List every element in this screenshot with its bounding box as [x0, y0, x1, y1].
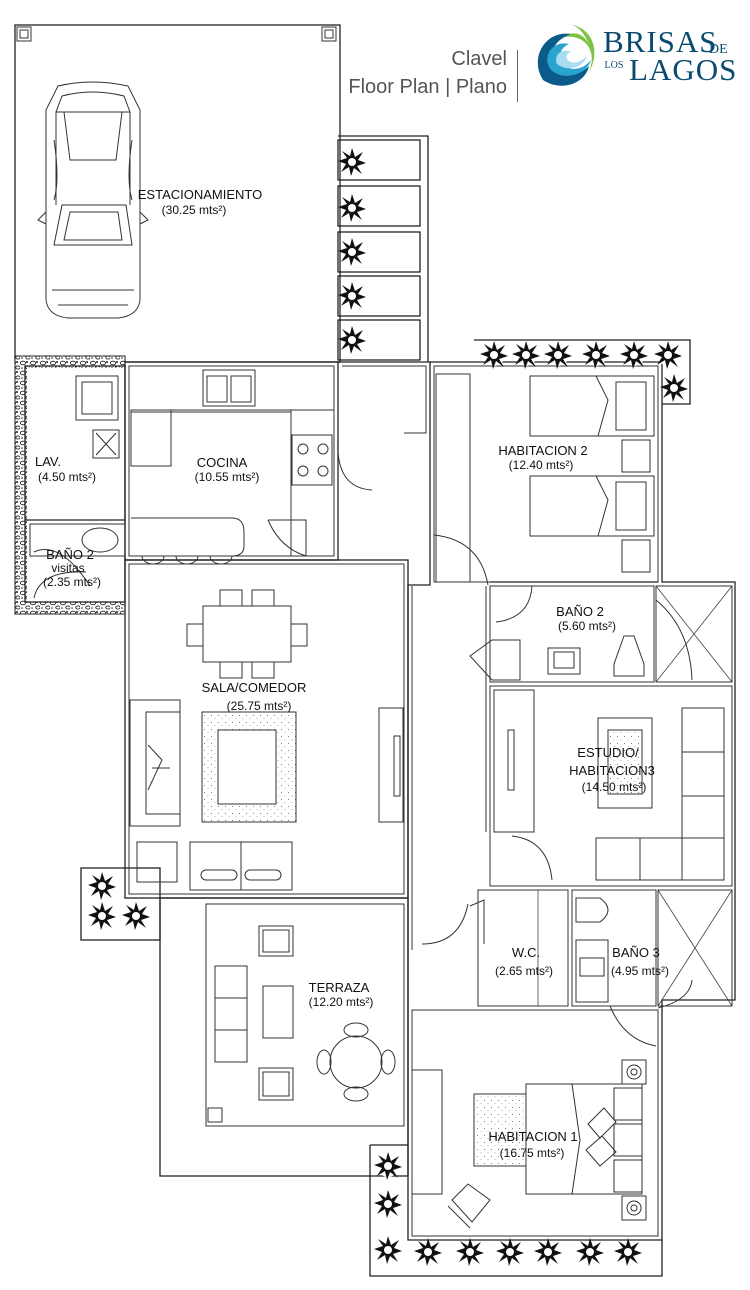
bedroom2-furniture	[433, 373, 655, 623]
room-label-terraza: TERRAZA (12.20 mts²)	[309, 980, 374, 1009]
plan-name: Clavel	[451, 48, 507, 70]
living-set	[129, 699, 404, 891]
room-label-habitacion2: HABITACION 2 (12.40 mts²)	[498, 443, 587, 472]
svg-text:(10.55 mts²): (10.55 mts²)	[195, 470, 260, 484]
walls	[24, 361, 736, 1241]
svg-text:ESTACIONAMIENTO: ESTACIONAMIENTO	[138, 187, 262, 202]
svg-text:(12.40 mts²): (12.40 mts²)	[509, 458, 574, 472]
header-divider	[517, 50, 518, 102]
brand-word-de: DE	[709, 42, 728, 57]
room-label-bano3: BAÑO 3 (4.95 mts²)	[611, 945, 669, 978]
svg-text:COCINA: COCINA	[197, 455, 248, 470]
room-label-bano2: BAÑO 2 (5.60 mts²)	[556, 604, 616, 633]
brand-word-top: BRISAS	[603, 24, 718, 59]
brand-word-bottom: LAGOS	[629, 52, 738, 87]
room-label-bano-visitas: BAÑO 2 visitas (2.35 mts²)	[43, 547, 101, 589]
room-label-sala: SALA/COMEDOR (25.75 mts²)	[202, 680, 307, 713]
svg-text:(30.25 mts²): (30.25 mts²)	[162, 203, 227, 217]
room-label-cocina: COCINA (10.55 mts²)	[195, 455, 260, 484]
wave-logo-icon	[537, 24, 595, 86]
svg-text:(2.65 mts²): (2.65 mts²)	[495, 964, 553, 978]
svg-text:TERRAZA: TERRAZA	[309, 980, 370, 995]
plan-header: Clavel Floor Plan | Plano BRISAS DE LOS …	[345, 14, 745, 104]
svg-text:HABITACION 2: HABITACION 2	[498, 443, 587, 458]
svg-text:BAÑO 2: BAÑO 2	[46, 547, 94, 562]
room-label-estudio: ESTUDIO/ HABITACION3 (14.50 mts²)	[569, 745, 655, 794]
svg-text:ESTUDIO/: ESTUDIO/	[577, 745, 639, 760]
svg-text:LAV.: LAV.	[35, 454, 61, 469]
svg-text:(2.35 mts²): (2.35 mts²)	[43, 575, 101, 589]
room-label-habitacion1: HABITACION 1 (16.75 mts²)	[488, 1129, 577, 1160]
svg-text:SALA/COMEDOR: SALA/COMEDOR	[202, 680, 307, 695]
svg-text:HABITACION3: HABITACION3	[569, 763, 655, 778]
brand-word-los: LOS	[604, 60, 624, 71]
room-label-estacionamiento: ESTACIONAMIENTO (30.25 mts²)	[138, 187, 262, 217]
bath3-fixtures	[421, 897, 693, 1047]
svg-text:(16.75 mts²): (16.75 mts²)	[500, 1146, 565, 1160]
room-label-wc: W.C. (2.65 mts²)	[495, 945, 553, 978]
guest-bath-fixtures	[29, 523, 126, 599]
svg-text:W.C.: W.C.	[512, 945, 540, 960]
car-icon	[37, 81, 149, 319]
svg-text:BAÑO 2: BAÑO 2	[556, 604, 604, 619]
room-label-lav: LAV. (4.50 mts²)	[35, 454, 96, 484]
kitchen-fixtures	[130, 369, 373, 565]
svg-text:(4.50 mts²): (4.50 mts²)	[38, 470, 96, 484]
svg-text:BAÑO 3: BAÑO 3	[612, 945, 660, 960]
svg-text:(5.60 mts²): (5.60 mts²)	[558, 619, 616, 633]
svg-text:(14.50 mts²): (14.50 mts²)	[582, 780, 647, 794]
svg-text:visitas: visitas	[51, 561, 84, 575]
svg-text:(12.20 mts²): (12.20 mts²)	[309, 995, 374, 1009]
laundry-appliances	[75, 375, 120, 459]
planter-top-right	[474, 339, 691, 405]
dining-set	[186, 589, 308, 679]
svg-text:(4.95 mts²): (4.95 mts²)	[611, 964, 669, 978]
plan-subtitle: Floor Plan | Plano	[348, 76, 507, 98]
bedroom1-furniture	[447, 1059, 647, 1229]
svg-text:HABITACION 1: HABITACION 1	[488, 1129, 577, 1144]
side-planters	[337, 135, 429, 362]
svg-text:(25.75 mts²): (25.75 mts²)	[227, 699, 292, 713]
planter-bottom	[369, 1144, 663, 1277]
terrace-furniture	[214, 925, 396, 1102]
study-furniture	[493, 689, 725, 881]
planter-left	[80, 867, 161, 941]
bath2-fixtures	[469, 599, 693, 681]
